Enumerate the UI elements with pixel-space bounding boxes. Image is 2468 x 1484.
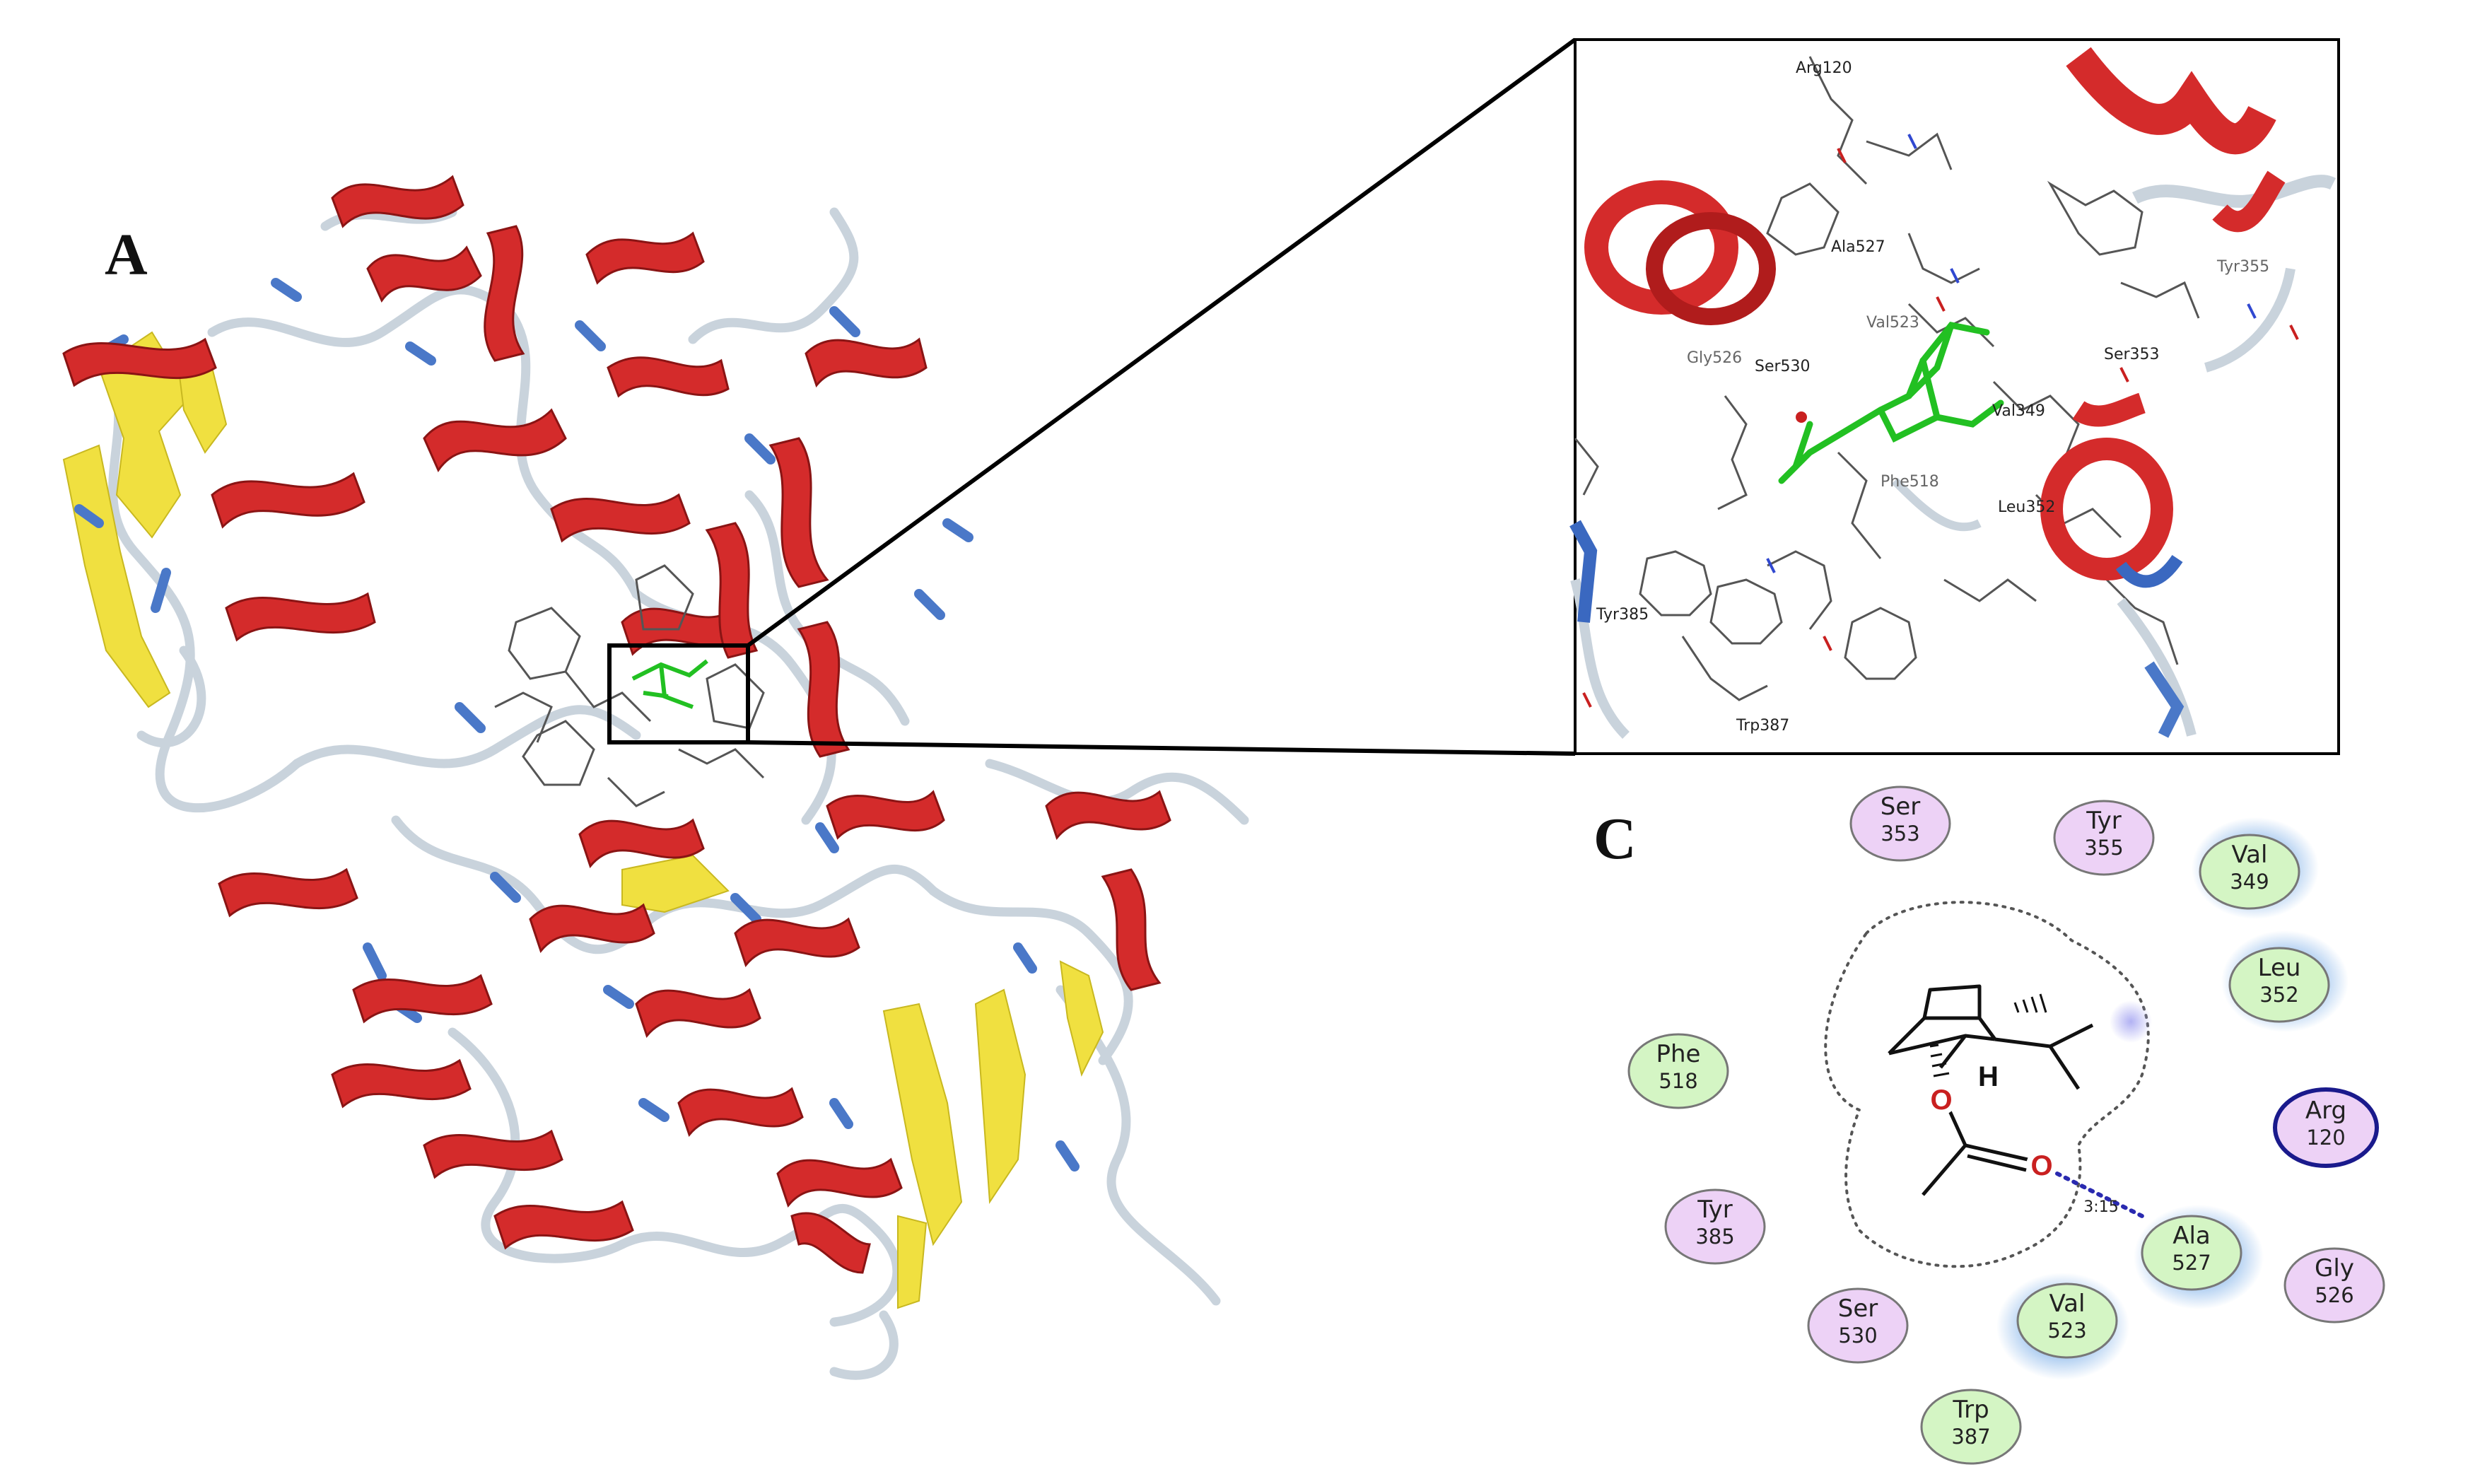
ligand-exposure-contour <box>1824 901 2150 1268</box>
residue-ser-353: Ser 353 <box>1849 785 1951 862</box>
zoom-box <box>607 643 750 744</box>
beta-sheets <box>62 331 1104 1309</box>
label-leu352: Leu352 <box>1998 498 2055 516</box>
helix-coils-b <box>1584 47 2286 588</box>
svg-text:523: 523 <box>2047 1319 2086 1343</box>
label-ser530: Ser530 <box>1755 358 1811 375</box>
zoom-line-bottom <box>747 740 1576 756</box>
svg-text:Tyr: Tyr <box>1697 1196 1733 1224</box>
nitrogen-atoms <box>1766 134 2257 573</box>
svg-text:Val: Val <box>2049 1290 2086 1318</box>
residue-ser-530: Ser 530 <box>1807 1287 1909 1364</box>
carbonyl-oxygen: O <box>2026 1150 2057 1181</box>
residue-tyr-355: Tyr 355 <box>2053 800 2155 876</box>
hbond-distance-label: 3:15 <box>2083 1198 2118 1216</box>
svg-text:Ser: Ser <box>1881 793 1921 821</box>
svg-text:526: 526 <box>2315 1283 2353 1307</box>
residue-labels-b: Arg120 Ala527 Tyr355 Val523 Ser353 Gly52… <box>1596 59 2269 735</box>
ligand-oxygen <box>1796 411 1807 423</box>
svg-text:518: 518 <box>1659 1069 1697 1093</box>
oxygen-atoms <box>1582 148 2299 708</box>
label-tyr355: Tyr355 <box>2216 258 2269 276</box>
hydrogen-label: H <box>1978 1061 1999 1092</box>
label-ala527: Ala527 <box>1831 238 1885 256</box>
exposure-glow <box>2110 1000 2152 1043</box>
svg-text:387: 387 <box>1951 1425 1990 1449</box>
label-tyr385: Tyr385 <box>1596 606 1649 624</box>
svg-text:Ala: Ala <box>2172 1222 2211 1250</box>
zoom-line-top <box>747 37 1577 648</box>
hashed-bonds <box>1929 993 2047 1077</box>
interaction-diagram: H O O 3:15 Ser 353 Tyr 355 <box>1627 785 2385 1465</box>
label-ser353: Ser353 <box>2104 346 2160 363</box>
ester-oxygen-1: O <box>1926 1084 1957 1116</box>
ligand-in-pocket <box>631 659 708 709</box>
alpha-helices <box>62 175 1171 1274</box>
svg-text:527: 527 <box>2172 1251 2211 1275</box>
panel-b-frame <box>1574 38 2340 755</box>
svg-text:O: O <box>1930 1085 1952 1116</box>
svg-text:349: 349 <box>2230 870 2269 894</box>
active-site-residues-stick <box>494 564 765 807</box>
svg-text:Ser: Ser <box>1838 1295 1878 1323</box>
svg-text:385: 385 <box>1695 1225 1734 1249</box>
residue-trp-387: Trp 387 <box>1920 1389 2022 1465</box>
label-trp387: Trp387 <box>1736 717 1789 735</box>
panel-c-label: C <box>1593 806 1637 872</box>
svg-text:Phe: Phe <box>1656 1040 1701 1068</box>
svg-text:353: 353 <box>1881 822 1919 846</box>
svg-text:352: 352 <box>2259 983 2298 1007</box>
coil-segments <box>101 207 1249 1380</box>
binding-pocket-panel: Arg120 Ala527 Tyr355 Val523 Ser353 Gly52… <box>1569 38 2340 755</box>
label-gly526: Gly526 <box>1687 349 1742 367</box>
residue-val-523: Val 523 <box>1996 1273 2129 1380</box>
svg-text:O: O <box>2030 1150 2052 1181</box>
residue-phe-518: Phe 518 <box>1627 1033 1729 1109</box>
residue-arg-120: Arg 120 <box>2273 1087 2379 1168</box>
turn-segments <box>74 278 1080 1172</box>
residue-leu-352: Leu 352 <box>2221 930 2349 1032</box>
residue-tyr-385: Tyr 385 <box>1664 1188 1766 1265</box>
svg-text:Val: Val <box>2232 841 2268 869</box>
residue-gly-526: Gly 526 <box>2283 1247 2385 1324</box>
label-val349: Val349 <box>1992 402 2045 420</box>
protein-ribbon-structure <box>62 175 1249 1380</box>
svg-text:Arg: Arg <box>2305 1097 2346 1125</box>
svg-text:530: 530 <box>1838 1324 1877 1348</box>
hydrogen-bond-line <box>2055 1172 2144 1218</box>
label-val523: Val523 <box>1866 314 1919 332</box>
svg-text:120: 120 <box>2306 1126 2345 1150</box>
svg-text:355: 355 <box>2084 836 2123 860</box>
label-phe518: Phe518 <box>1881 473 1939 491</box>
residue-discs: Ser 353 Tyr 355 Val 349 Leu 352 <box>1627 785 2385 1465</box>
ligand-stick-b <box>1778 322 2004 484</box>
svg-text:Gly: Gly <box>2315 1254 2354 1283</box>
ligand-2d-structure <box>1888 984 2094 1196</box>
svg-text:Trp: Trp <box>1952 1396 1989 1424</box>
residue-ala-527: Ala 527 <box>2134 1205 2264 1309</box>
residue-val-349: Val 349 <box>2192 817 2319 919</box>
panel-a-label: A <box>105 222 148 288</box>
svg-text:Leu: Leu <box>2258 954 2301 982</box>
svg-text:Tyr: Tyr <box>2086 807 2122 835</box>
label-arg120: Arg120 <box>1796 59 1852 77</box>
